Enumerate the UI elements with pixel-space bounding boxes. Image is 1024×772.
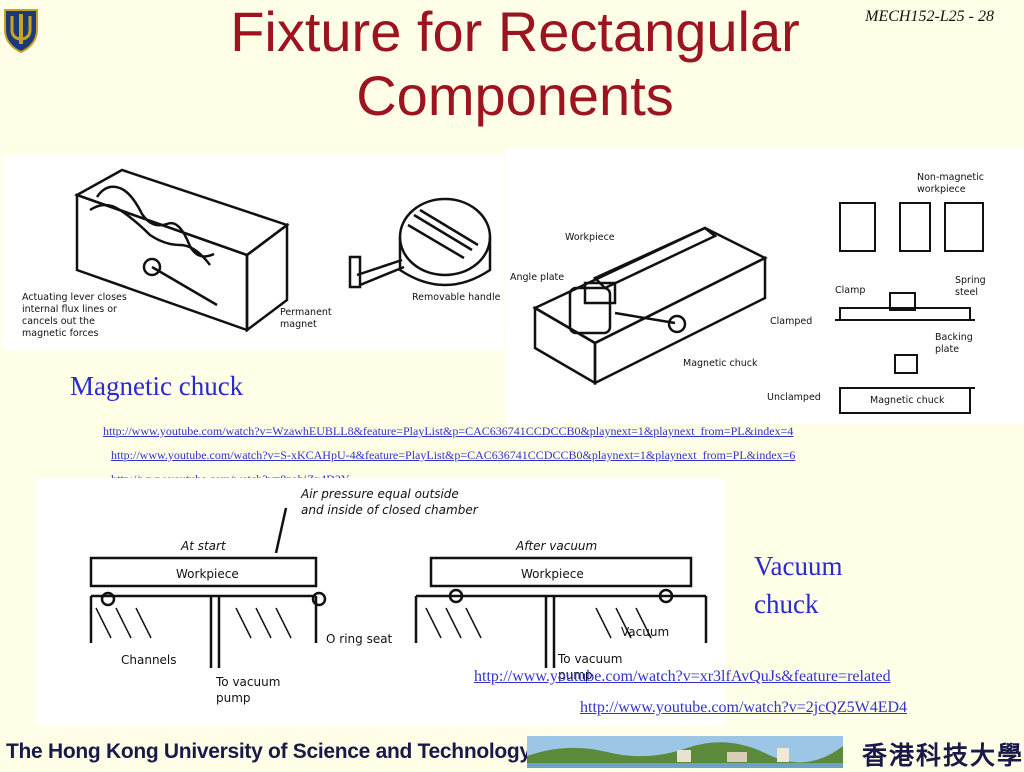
label-removable: Removable handle xyxy=(412,292,501,303)
label-clamped: Clamped xyxy=(770,316,812,327)
title-line-2: Components xyxy=(356,64,674,127)
label-channels: Channels xyxy=(121,653,177,667)
campus-photo-strip xyxy=(527,736,843,768)
label-backing-1: Backing xyxy=(935,332,973,343)
label-air-pressure-2: and inside of closed chamber xyxy=(301,503,479,517)
label-actuating-4: magnetic forces xyxy=(22,328,99,339)
label-to-vacuum-3: To vacuum xyxy=(557,652,622,666)
angle-plate-figure: Workpiece Angle plate Magnetic chuck Non… xyxy=(505,148,1024,424)
university-name: The Hong Kong University of Science and … xyxy=(6,740,531,763)
label-permanent-2: magnet xyxy=(280,319,317,330)
slide-number: MECH152-L25 - 28 xyxy=(865,8,994,25)
label-magnetic-chuck-fig: Magnetic chuck xyxy=(683,358,758,369)
label-permanent-1: Permanent xyxy=(280,307,332,318)
vacuum-chuck-caption: Vacuum chuck xyxy=(754,547,842,623)
label-to-vacuum-4: pump xyxy=(558,668,593,682)
label-workpiece: Workpiece xyxy=(565,232,615,243)
label-unclamped: Unclamped xyxy=(767,392,821,403)
label-spring-1: Spring xyxy=(955,275,986,286)
slide-title: Fixture for Rectangular Components xyxy=(150,0,880,128)
label-to-vacuum-2: pump xyxy=(216,691,251,705)
label-at-start: At start xyxy=(180,539,227,553)
label-to-vacuum-1: To vacuum xyxy=(215,675,280,689)
video-link-5[interactable]: http://www.youtube.com/watch?v=2jcQZ5W4E… xyxy=(580,699,908,716)
magnetic-chuck-figure: Actuating lever closes internal flux lin… xyxy=(2,155,504,350)
video-link-4[interactable]: http://www.youtube.com/watch?v=xr3lfAvQu… xyxy=(474,668,891,685)
university-crest-icon xyxy=(2,8,40,54)
label-air-pressure-1: Air pressure equal outside xyxy=(300,487,459,501)
label-actuating-3: cancels out the xyxy=(22,316,95,327)
vacuum-chuck-figure: Air pressure equal outside and inside of… xyxy=(36,478,726,726)
video-link-2[interactable]: http://www.youtube.com/watch?v=S-xKCAHpU… xyxy=(111,448,796,462)
label-magnetic-chuck-2: Magnetic chuck xyxy=(870,395,945,406)
university-name-chinese: 香港科技大學 xyxy=(862,741,1024,770)
vacuum-caption-line-1: Vacuum xyxy=(754,551,843,581)
label-after-vacuum: After vacuum xyxy=(515,539,597,553)
label-o-ring: O ring seat xyxy=(326,632,393,646)
video-link-1[interactable]: http://www.youtube.com/watch?v=WzawhEUBL… xyxy=(103,424,794,438)
label-spring-2: steel xyxy=(955,287,978,298)
title-line-1: Fixture for Rectangular xyxy=(230,0,800,63)
label-backing-2: plate xyxy=(935,344,959,355)
label-non-magnetic-1: Non-magnetic xyxy=(917,172,984,183)
label-actuating-2: internal flux lines or xyxy=(22,304,117,315)
label-workpiece-1: Workpiece xyxy=(176,567,239,581)
label-non-magnetic-2: workpiece xyxy=(917,184,966,195)
label-clamp: Clamp xyxy=(835,285,865,296)
label-vacuum: Vacuum xyxy=(621,625,669,639)
label-angle-plate: Angle plate xyxy=(510,272,564,283)
label-workpiece-2: Workpiece xyxy=(521,567,584,581)
vacuum-caption-line-2: chuck xyxy=(754,589,819,619)
magnetic-chuck-caption: Magnetic chuck xyxy=(70,371,244,401)
label-actuating-1: Actuating lever closes xyxy=(22,292,127,303)
